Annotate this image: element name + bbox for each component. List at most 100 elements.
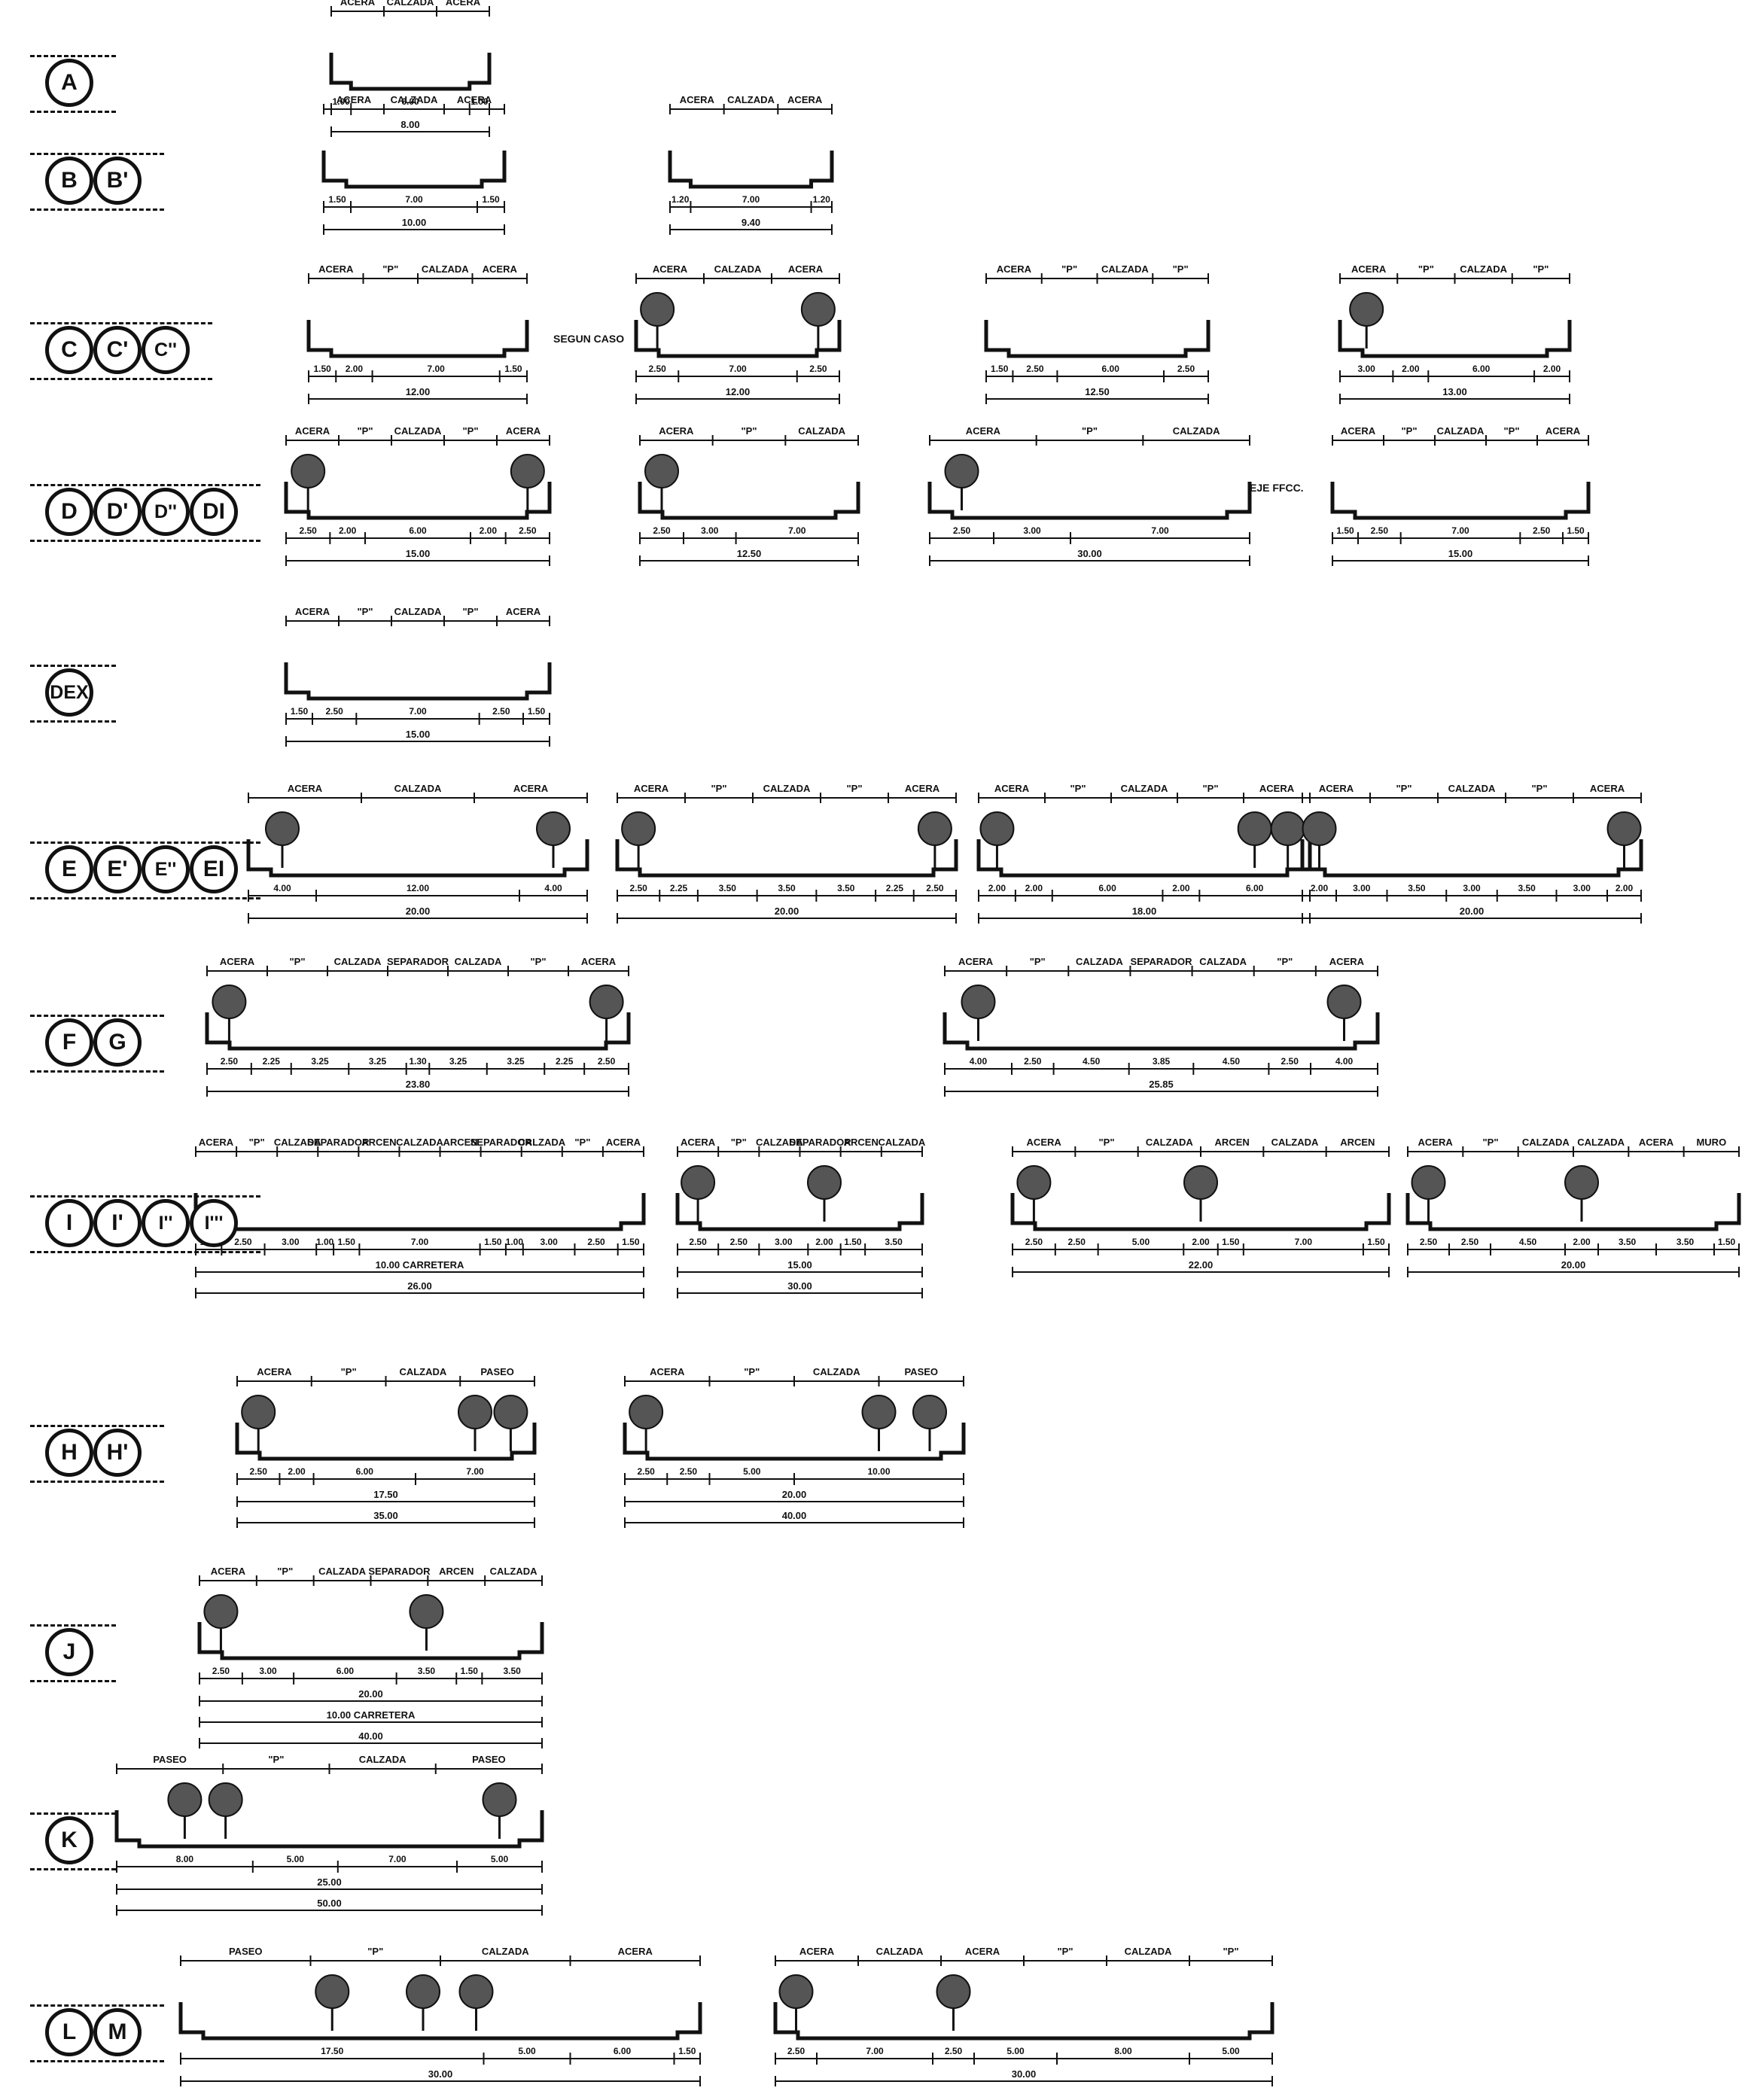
zone-label: CALZADA: [1437, 425, 1485, 437]
zone-label: CALZADA: [318, 1566, 366, 1577]
zone-label: "P": [1532, 783, 1548, 794]
zone-label: ACERA: [581, 956, 617, 967]
dimension-value: 2.50: [519, 525, 537, 536]
zone-label: CALZADA: [756, 1137, 803, 1148]
zone-label: ACERA: [483, 263, 518, 275]
zone-label: CALZADA: [490, 1566, 537, 1577]
total-width: 12.00: [406, 386, 431, 397]
total-width: 20.00: [775, 905, 799, 917]
dimension-value: 2.50: [680, 1466, 698, 1477]
zone-label: ACERA: [1329, 956, 1365, 967]
total-width: 20.00: [1561, 1259, 1586, 1271]
badge-dash-line: [30, 484, 260, 486]
zone-label: ACERA: [1027, 1137, 1062, 1148]
zone-label: "P": [1203, 783, 1219, 794]
zone-label: ACERA: [295, 425, 330, 437]
zone-label: CALZADA: [727, 94, 775, 105]
zone-label: ACERA: [653, 263, 688, 275]
zone-label: "P": [358, 425, 373, 437]
zone-label: CALZADA: [1577, 1137, 1625, 1148]
tree-icon-crown: [265, 811, 300, 846]
zone-label: ACERA: [966, 425, 1001, 437]
section-badge: A: [45, 59, 93, 107]
badge-dash-line: [30, 1195, 260, 1198]
zone-label: "P": [1099, 1137, 1115, 1148]
zone-label: CALZADA: [1101, 263, 1149, 275]
total-width: 13.00: [1442, 386, 1467, 397]
dimension-value: 7.00: [729, 364, 747, 374]
dimension-value: 7.00: [405, 194, 423, 205]
section-badge: B: [45, 157, 93, 205]
zone-label: "P": [1070, 783, 1086, 794]
dimension-value: 3.25: [369, 1056, 387, 1067]
tree-icon-crown: [912, 1395, 947, 1429]
tree-icon-crown: [458, 1395, 492, 1429]
dimension-value: 3.50: [1676, 1237, 1695, 1247]
tree-icon-crown: [917, 811, 952, 846]
zone-label: CALZADA: [1271, 1137, 1319, 1148]
dimension-value: 2.50: [629, 883, 647, 893]
dimension-value: 7.00: [1151, 525, 1169, 536]
dimension-value: 3.00: [1353, 883, 1371, 893]
badge-dash-line: [30, 322, 212, 324]
badge-dash-line: [30, 540, 260, 542]
zone-label: "P": [367, 1946, 383, 1957]
dimension-value: 2.50: [653, 525, 671, 536]
dimension-value: 3.50: [1518, 883, 1536, 893]
dimension-value: 6.00: [1472, 364, 1491, 374]
section-badge: I': [93, 1199, 142, 1247]
zone-label: PASEO: [153, 1754, 187, 1765]
dimension-value: 2.00: [288, 1466, 306, 1477]
zone-label: "P": [1418, 263, 1434, 275]
dimension-value: 2.00: [1172, 883, 1190, 893]
zone-label: CALZADA: [274, 1137, 321, 1148]
road-profile: [984, 320, 1211, 358]
zone-label: ACERA: [337, 94, 372, 105]
dimension-value: 5.00: [1222, 2046, 1240, 2056]
dimension-value: 7.00: [742, 194, 760, 205]
dimension-value: 1.50: [291, 706, 309, 717]
zone-label: ACERA: [295, 606, 330, 617]
dimension-value: 3.85: [1153, 1056, 1171, 1067]
zone-label: ACERA: [257, 1366, 292, 1377]
road-profile: [638, 482, 860, 520]
tree-icon-crown: [1183, 1165, 1218, 1200]
road-profile: [773, 2002, 1274, 2041]
dimension-value: 1.30: [409, 1056, 427, 1067]
tree-icon-crown: [944, 454, 979, 488]
total-width: 18.00: [1132, 905, 1157, 917]
tree-icon-crown: [1349, 292, 1384, 327]
dimension-value: 1.50: [678, 2046, 696, 2056]
total-width: 20.00: [358, 1688, 383, 1700]
zone-label: "P": [744, 1366, 760, 1377]
tree-icon-crown: [936, 1974, 971, 2009]
section-badge: H: [45, 1429, 93, 1477]
section-badge: G: [93, 1018, 142, 1067]
total-width: 30.00: [1077, 548, 1102, 559]
dimension-value: 1.00: [316, 1237, 334, 1247]
dimension-value: 2.50: [648, 364, 666, 374]
zone-label: "P": [574, 1137, 590, 1148]
dimension-value: 2.00: [1573, 1237, 1591, 1247]
zone-label: PASEO: [229, 1946, 263, 1957]
dimension-value: 2.50: [1024, 1056, 1042, 1067]
zone-label: CALZADA: [714, 263, 762, 275]
zone-label: "P": [358, 606, 373, 617]
dimension-value: 1.50: [328, 194, 346, 205]
zone-label: ACERA: [199, 1137, 234, 1148]
zone-label: CALZADA: [1125, 1946, 1172, 1957]
zone-label: "P": [711, 783, 727, 794]
road-profile: [197, 1622, 544, 1660]
zone-label: CALZADA: [1146, 1137, 1193, 1148]
dimension-value: 2.50: [1026, 364, 1044, 374]
badge-dash-line: [30, 208, 164, 211]
road-profile: [178, 2002, 702, 2041]
total-width: 10.00 CARRETERA: [376, 1259, 464, 1271]
dimension-value: 4.00: [970, 1056, 988, 1067]
zone-label: ACERA: [680, 94, 715, 105]
dimension-value: 3.00: [701, 525, 719, 536]
tree-icon-crown: [1606, 811, 1642, 846]
